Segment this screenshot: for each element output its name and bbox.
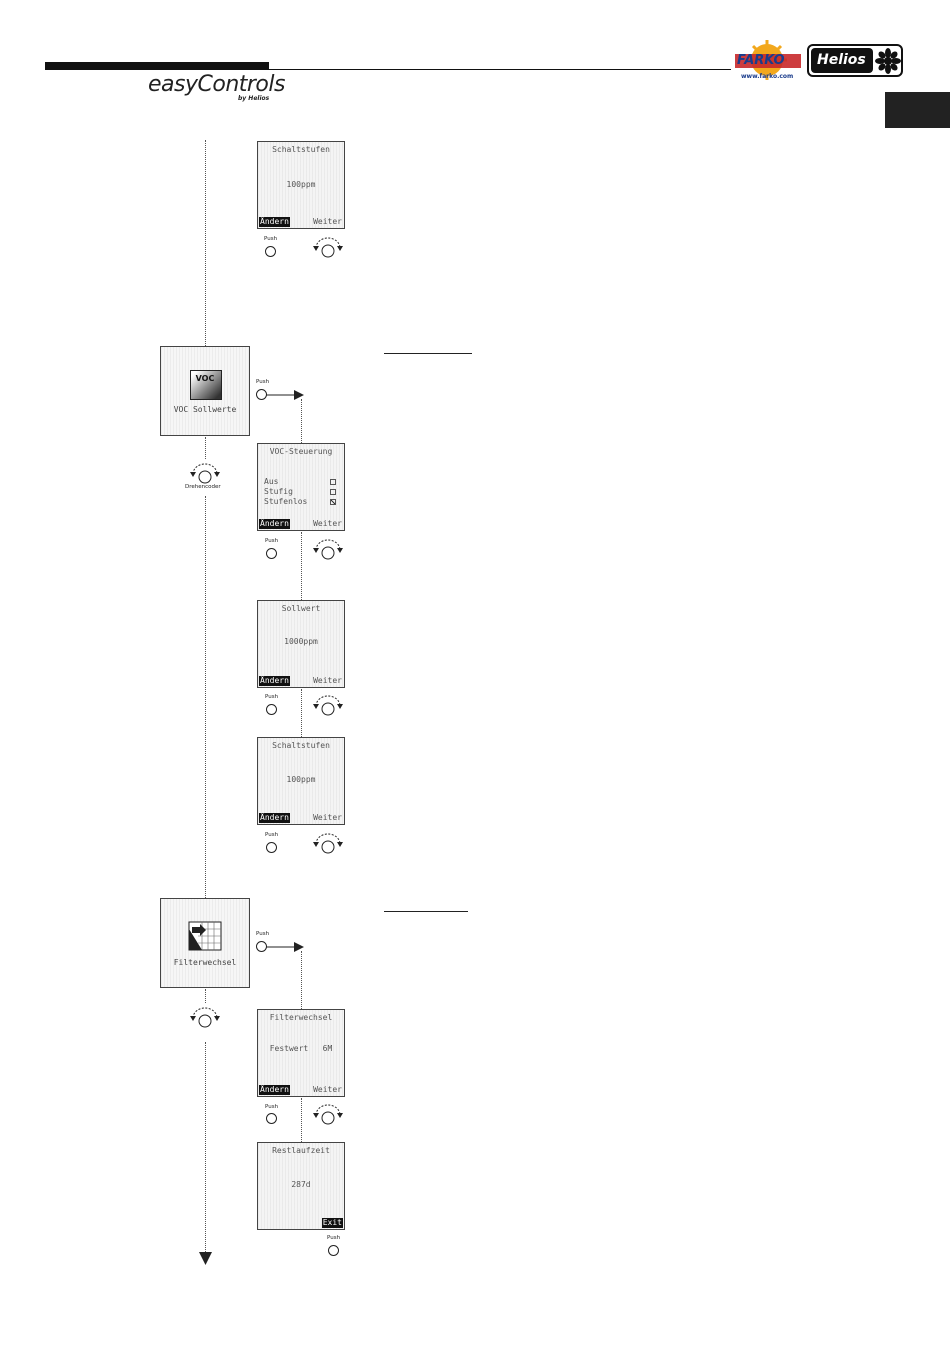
push-button[interactable] [266,1113,277,1124]
push-label: Push [265,694,279,700]
rotary-encoder-icon[interactable] [312,538,344,560]
push-label: Push [265,832,279,838]
screen-title: Schaltstufen [272,145,330,154]
flow-line-main-3 [205,496,206,898]
flow-line-filter-2 [301,1098,302,1142]
screen-schaltstufen-top: Schaltstufen 100ppm Ändern Weiter [257,141,345,229]
header-bar-thick [45,62,269,70]
flow-line-voc-3 [301,689,302,737]
option-aus[interactable]: Aus [264,477,336,486]
option-stufenlos[interactable]: Stufenlos [264,497,336,506]
drehencoder-label: Drehencoder [185,484,221,490]
farko-logo: FARKO www.farko.com [733,40,803,82]
rotary-encoder-icon[interactable] [312,832,344,854]
voc-tile-label: VOC Sollwerte [173,405,237,414]
push-button[interactable] [265,246,276,257]
farko-url: www.farko.com [741,73,794,80]
aendern-softkey[interactable]: Ändern [259,217,290,227]
arrow-right-icon [266,942,304,952]
screen-voc-steuerung: VOC-Steuerung Aus Stufig Stufenlos Änder… [257,443,345,531]
brand-title: easyControls [148,72,285,97]
voc-sollwerte-tile[interactable]: VOC VOC Sollwerte [160,346,250,436]
weiter-softkey[interactable]: Weiter [313,1085,342,1094]
rotary-encoder-icon[interactable] [312,1103,344,1125]
rotary-encoder-icon[interactable] [312,236,344,258]
rotary-encoder-icon[interactable] [189,462,221,484]
flow-line-voc-2 [301,532,302,600]
flow-arrow-down-icon [199,1252,212,1265]
checkbox-aus[interactable] [330,479,336,485]
flow-line-main-4 [205,989,206,1003]
brand-subtitle: by Helios [238,95,270,102]
screen-schaltstufen-bottom: Schaltstufen 100ppm Ändern Weiter [257,737,345,825]
filter-tile-label: Filterwechsel [173,958,237,967]
push-button[interactable] [328,1245,339,1256]
checkbox-stufig[interactable] [330,489,336,495]
exit-softkey[interactable]: Exit [321,1218,343,1228]
aendern-softkey[interactable]: Ändern [259,676,290,686]
flow-line-main-2 [205,437,206,459]
weiter-softkey[interactable]: Weiter [313,813,342,822]
helios-logo-box [811,48,873,73]
push-label: Push [256,379,270,385]
aendern-softkey[interactable]: Ändern [259,519,290,529]
chapter-tab [885,92,950,128]
helios-logo-text: Helios [817,52,866,68]
screen-value: 100ppm [286,775,316,784]
option-label: Stufenlos [264,497,308,506]
push-label: Push [256,931,270,937]
option-label: Stufig [264,487,293,496]
push-button[interactable] [266,842,277,853]
rotary-encoder-icon[interactable] [189,1006,221,1028]
screen-title: Sollwert [281,604,321,613]
aendern-softkey[interactable]: Ändern [259,1085,290,1095]
flow-line-main-5 [205,1042,206,1254]
screen-filterwechsel: Filterwechsel Festwert 6M Ändern Weiter [257,1009,345,1097]
push-button[interactable] [266,704,277,715]
header-bar-thin [269,69,731,70]
option-label: Aus [264,477,279,486]
section-heading-underline-voc [384,353,472,354]
farko-sun-icon [735,40,801,80]
push-button[interactable] [266,548,277,559]
screen-value: Festwert 6M [269,1044,333,1053]
filter-icon [188,921,222,951]
helios-logo: Helios [807,44,903,77]
screen-title: VOC-Steuerung [269,447,333,456]
weiter-softkey[interactable]: Weiter [313,519,342,528]
fan-icon [875,48,901,74]
flow-line-voc [301,399,302,443]
checkbox-stufenlos-checked[interactable] [330,499,336,505]
push-label: Push [265,538,279,544]
aendern-softkey[interactable]: Ändern [259,813,290,823]
screen-title: Filterwechsel [269,1013,333,1022]
push-label: Push [264,236,278,242]
flow-line-filter [301,951,302,1009]
voc-icon-text: VOC [195,374,215,383]
option-stufig[interactable]: Stufig [264,487,336,496]
weiter-softkey[interactable]: Weiter [313,217,342,226]
flow-line-main-1 [205,140,206,346]
voc-icon [190,370,222,400]
screen-title: Schaltstufen [272,741,330,750]
screen-restlaufzeit: Restlaufzeit 287d Exit [257,1142,345,1230]
section-heading-underline-filter [384,911,468,912]
filterwechsel-tile[interactable]: Filterwechsel [160,898,250,988]
screen-value: 287d [291,1180,311,1189]
weiter-softkey[interactable]: Weiter [313,676,342,685]
screen-value: 100ppm [286,180,316,189]
screen-value: 1000ppm [284,637,318,646]
screen-sollwert: Sollwert 1000ppm Ändern Weiter [257,600,345,688]
screen-title: Restlaufzeit [272,1146,330,1155]
arrow-right-icon [266,390,304,400]
rotary-encoder-icon[interactable] [312,694,344,716]
push-label: Push [327,1235,341,1241]
push-label: Push [265,1104,279,1110]
farko-logo-text: FARKO [737,53,785,68]
